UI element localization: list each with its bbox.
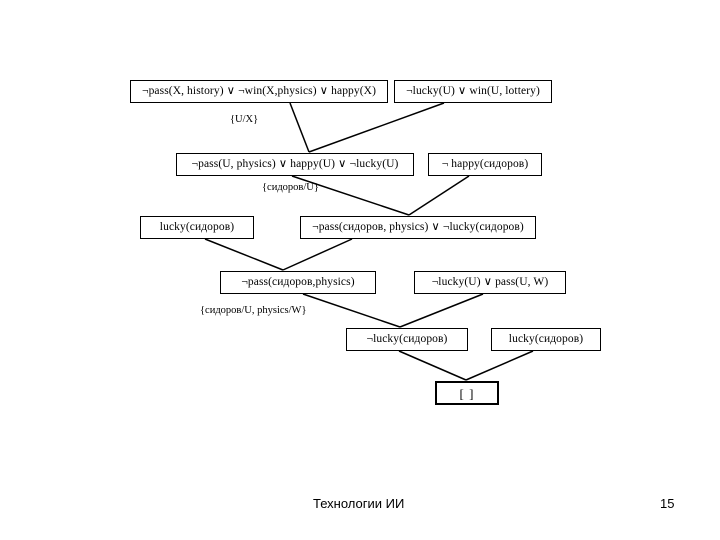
clause-box: lucky(сидоров) xyxy=(491,328,601,351)
resolution-edge xyxy=(289,102,310,153)
clause-box: ¬lucky(U) ∨ win(U, lottery) xyxy=(394,80,552,103)
resolution-edge xyxy=(302,293,401,328)
clause-box: ¬lucky(сидоров) xyxy=(346,328,468,351)
clause-box: [ ] xyxy=(435,381,499,405)
clause-box: ¬pass(X, history) ∨ ¬win(X,physics) ∨ ha… xyxy=(130,80,388,103)
clause-box: ¬pass(U, physics) ∨ happy(U) ∨ ¬lucky(U) xyxy=(176,153,414,176)
footer-title: Технологии ИИ xyxy=(313,496,405,511)
resolution-edge xyxy=(408,175,470,216)
resolution-edge xyxy=(291,175,410,216)
resolution-edge xyxy=(204,238,284,271)
resolution-edge xyxy=(398,350,467,381)
substitution-label: {сидоров/U} xyxy=(262,182,319,193)
resolution-edge xyxy=(308,102,445,153)
clause-box: ¬ happy(сидоров) xyxy=(428,153,542,176)
substitution-label: {сидоров/U, physics/W} xyxy=(200,305,307,316)
resolution-edge xyxy=(399,293,484,328)
clause-box: ¬lucky(U) ∨ pass(U, W) xyxy=(414,271,566,294)
clause-box: lucky(сидоров) xyxy=(140,216,254,239)
substitution-label: {U/X} xyxy=(230,114,259,125)
footer-page-number: 15 xyxy=(660,496,675,511)
clause-box: ¬pass(сидоров, physics) ∨ ¬lucky(сидоров… xyxy=(300,216,536,239)
resolution-edge xyxy=(282,238,353,271)
resolution-edge xyxy=(465,350,534,381)
clause-box: ¬pass(сидоров,physics) xyxy=(220,271,376,294)
